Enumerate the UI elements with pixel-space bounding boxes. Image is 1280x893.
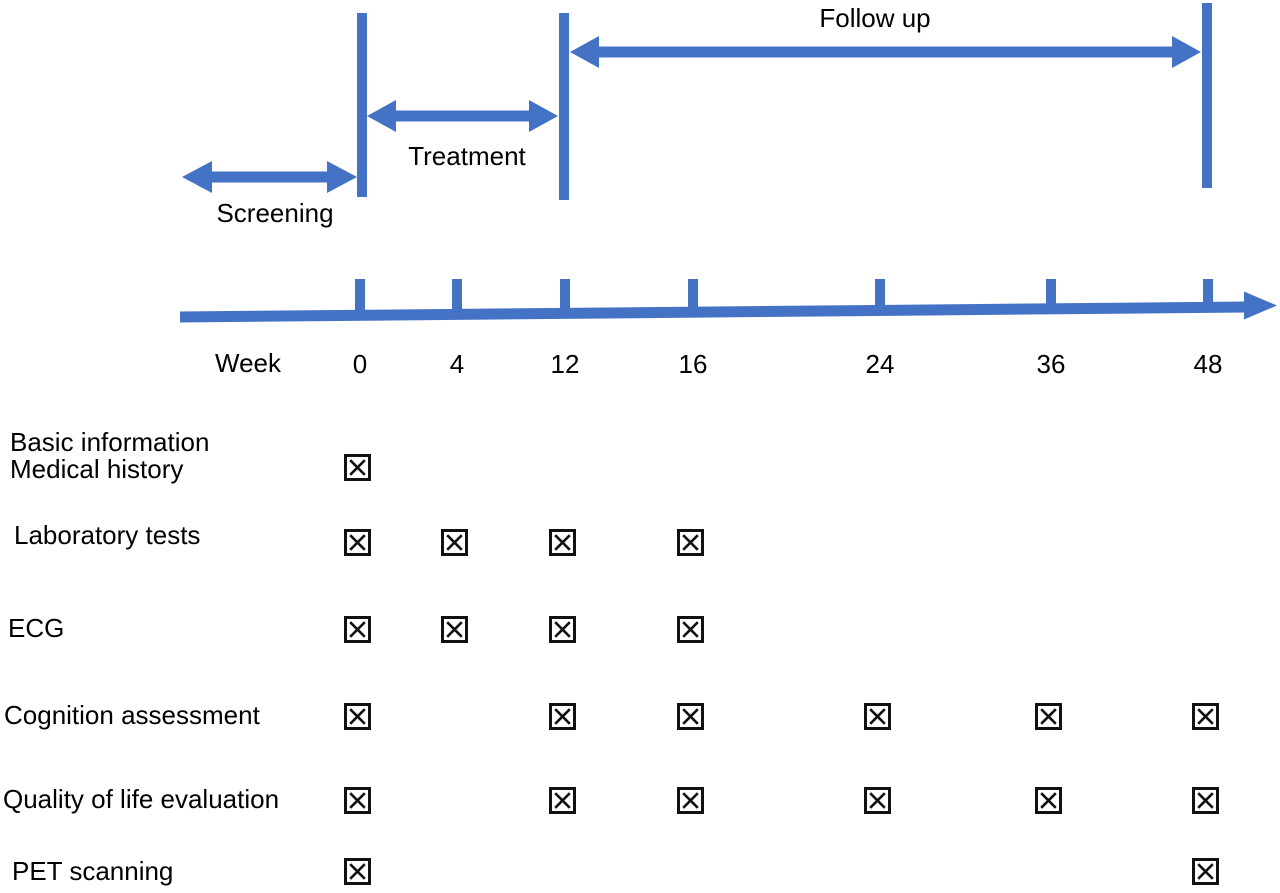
schedule-row-label: Quality of life evaluation bbox=[3, 784, 280, 814]
x-checkbox-week-48 bbox=[1191, 786, 1219, 814]
follow-up-arrow bbox=[570, 36, 1201, 68]
x-checkbox-week-0 bbox=[343, 702, 371, 730]
treatment-phase-label: Treatment bbox=[408, 141, 526, 171]
week-12-tick bbox=[560, 279, 570, 318]
week-tick-label: 0 bbox=[352, 349, 368, 379]
week-tick-label: 24 bbox=[865, 349, 895, 379]
week-axis-arrow bbox=[180, 291, 1277, 323]
x-checkbox-week-16 bbox=[676, 786, 704, 814]
x-checkbox-week-0 bbox=[343, 528, 371, 556]
week-36-tick bbox=[1046, 279, 1056, 313]
x-checkbox-week-48 bbox=[1191, 857, 1219, 885]
x-checkbox-week-12 bbox=[548, 615, 576, 643]
week-tick-label: 36 bbox=[1036, 349, 1066, 379]
week-16-tick bbox=[688, 279, 698, 316]
week-axis-label: Week bbox=[215, 348, 281, 378]
x-checkbox-week-4 bbox=[440, 615, 468, 643]
week-0-tick bbox=[355, 279, 365, 320]
week-tick-label: 4 bbox=[449, 349, 465, 379]
x-checkbox-week-24 bbox=[863, 786, 891, 814]
week12-boundary-bar bbox=[559, 13, 569, 200]
week-4-tick bbox=[452, 279, 462, 319]
x-checkbox-week-16 bbox=[676, 528, 704, 556]
week-tick-label: 12 bbox=[550, 349, 580, 379]
treatment-arrow bbox=[367, 100, 558, 132]
x-checkbox-week-0 bbox=[343, 857, 371, 885]
x-checkbox-week-36 bbox=[1034, 702, 1062, 730]
timeline-graphics bbox=[180, 3, 1277, 323]
x-checkbox-week-12 bbox=[548, 702, 576, 730]
x-checkbox-week-12 bbox=[548, 528, 576, 556]
x-checkbox-week-48 bbox=[1191, 702, 1219, 730]
schedule-row-label: ECG bbox=[8, 613, 65, 643]
x-checkbox-week-0 bbox=[343, 786, 371, 814]
week-48-tick bbox=[1203, 279, 1213, 311]
x-checkbox-week-24 bbox=[863, 702, 891, 730]
x-checkbox-week-4 bbox=[440, 528, 468, 556]
x-checkbox-week-16 bbox=[676, 615, 704, 643]
week-tick-label: 48 bbox=[1193, 349, 1223, 379]
schedule-row-label: PET scanning bbox=[12, 856, 174, 886]
schedule-row-label: Laboratory tests bbox=[14, 520, 201, 550]
screening-phase-label: Screening bbox=[216, 198, 334, 228]
x-checkbox-week-0 bbox=[343, 615, 371, 643]
week-tick-label: 16 bbox=[678, 349, 708, 379]
x-checkbox-week-0 bbox=[343, 453, 371, 481]
x-checkbox-week-16 bbox=[676, 702, 704, 730]
screening-arrow bbox=[182, 161, 357, 193]
x-checkbox-week-36 bbox=[1034, 786, 1062, 814]
x-checkbox-week-12 bbox=[548, 786, 576, 814]
week48-boundary-bar bbox=[1202, 3, 1212, 188]
follow-up-phase-label: Follow up bbox=[819, 3, 931, 33]
week0-boundary-bar bbox=[357, 13, 367, 197]
week-24-tick bbox=[875, 279, 885, 314]
schedule-row-label: Cognition assessment bbox=[4, 700, 260, 730]
